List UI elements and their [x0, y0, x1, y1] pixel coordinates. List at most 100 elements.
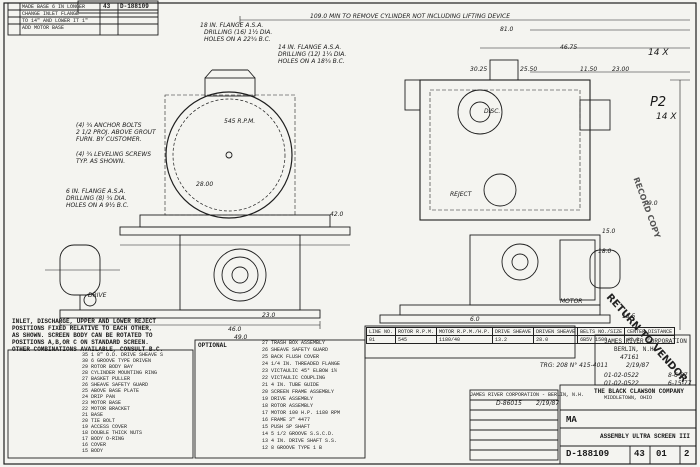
- motor-cell-motor: 1180/40: [436, 335, 494, 344]
- parts-list-item-description: SHEAVE SAFETY GUARD: [271, 347, 329, 353]
- parts-list-item-number: 20: [262, 389, 269, 395]
- parts-list-item-description: DRIVE ASSEMBLY: [271, 396, 314, 402]
- customer-code: 47161: [620, 354, 640, 361]
- leveling-note-2: TYP. AS SHOWN.: [76, 158, 126, 165]
- parts-list-item-description: 4 IN. TUBE GUIDE: [271, 382, 320, 388]
- parts-list-item-number: 20: [82, 418, 89, 424]
- parts-list-item-description: SHEAVE SAFETY GUARD: [91, 382, 149, 388]
- parts-list-item-number: 23: [262, 368, 269, 374]
- parts-list-item-description: MOTOR 100 H.P. 1180 RPM: [271, 410, 341, 416]
- parts-list-item-number: 14: [262, 431, 269, 437]
- parts-list-item-number: 24: [262, 361, 269, 367]
- revision-number: 43: [103, 3, 111, 10]
- inlet-note-1: INLET, DISCHARGE, UPPER AND LOWER REJECT: [12, 318, 157, 325]
- motor-cell-belts: 6B5V 1500: [577, 335, 626, 344]
- parts-list-item-number: 17: [262, 410, 269, 416]
- parts-list-item-number: 23: [82, 400, 89, 406]
- parts-list-item-description: BODY O-RING: [91, 436, 125, 442]
- parts-list-item-description: 8 GROOVE TYPE 1 B: [271, 445, 323, 451]
- title-order-date: 2/19/87: [536, 400, 560, 407]
- parts-list-item-description: COVER: [91, 442, 107, 448]
- motor-cell-line: 01: [365, 335, 397, 344]
- dim-49: 49.0: [234, 334, 248, 341]
- parts-list-item-number: 16: [262, 417, 269, 423]
- revision-drawing-ref: D-188109: [120, 3, 149, 10]
- parts-list-item-number: 15: [82, 448, 89, 454]
- dim-6: 6.0: [470, 316, 480, 323]
- parts-list-item-number: 29: [82, 364, 89, 370]
- motor-label: MOTOR: [560, 298, 583, 305]
- parts-list-item-description: TRASH BOX ASSEMBLY: [271, 340, 326, 346]
- parts-list-item-description: MOTOR BASE: [91, 400, 122, 406]
- dim-46: 46.0: [228, 326, 242, 333]
- parts-list-item-number: 28: [82, 370, 89, 376]
- parts-list-item-description: BACK FLUSH COVER: [271, 354, 320, 360]
- dim-81: 81.0: [500, 26, 514, 33]
- revision-note-3: TO 14" AND LOWER IT 1": [22, 18, 89, 24]
- dim-42: 42.0: [330, 211, 344, 218]
- parts-list-item-description: ROTOR ASSEMBLY: [271, 403, 314, 409]
- motor-header-motor: MOTOR R.P.M./H.P.: [436, 327, 494, 336]
- parts-list-item-number: 25: [82, 388, 89, 394]
- motor-table-row: 01 545 1180/40 13.2 28.0 6B5V 1500 42.0: [365, 335, 676, 344]
- parts-list-item-number: 24: [82, 394, 89, 400]
- parts-list-item-description: 6 GROOVE TYPE DRIVEN: [91, 358, 152, 364]
- parts-list-item-description: VICTAULIC 45° ELBOW 1½: [271, 368, 338, 374]
- motor-header-belts: BELTS NO./SIZE: [577, 327, 626, 336]
- parts-list-item-number: 21: [82, 412, 89, 418]
- parts-list-item-number: 19: [262, 396, 269, 402]
- motor-cell-rotor: 545: [395, 335, 438, 344]
- parts-list-item-description: BASKET PULLER: [91, 376, 131, 382]
- parts-list-item-description: BASE: [91, 412, 104, 418]
- inlet-note-2: POSITIONS FIXED RELATIVE TO EACH OTHER,: [12, 325, 153, 332]
- motor-header-rotor: ROTOR R.P.M.: [395, 327, 438, 336]
- p2-handwritten: P2: [650, 95, 667, 110]
- parts-list-item-description: SCREEN FRAME ASSEMBLY: [271, 389, 335, 395]
- optional-label: OPTIONAL: [198, 342, 227, 349]
- drive-label: DRIVE: [88, 292, 107, 299]
- parts-list-item-number: 22: [262, 375, 269, 381]
- parts-list-item-description: BODY: [91, 448, 104, 454]
- parts-list-item-description: FRAME 3" 4477: [271, 417, 311, 423]
- parts-list-item-number: 26: [82, 382, 89, 388]
- title-sheet: 43: [634, 449, 645, 459]
- motor-cell-drive: 13.2: [492, 335, 535, 344]
- motor-header-driven: DRIVEN SHEAVE: [533, 327, 579, 336]
- revision-note-4: ADD MOTOR BASE: [22, 25, 65, 31]
- disc-label: DISC.: [484, 108, 501, 115]
- date-2: 6-15-77: [668, 380, 692, 387]
- revision-note-2: CHANGE INLET FLANGE: [22, 11, 80, 17]
- inlet-note-3: AS SHOWN. SCREEN BODY CAN BE ROTATED TO: [12, 332, 153, 339]
- date-4: 01-02-0522: [604, 380, 639, 387]
- parts-list-item-number: 27: [82, 376, 89, 382]
- dim-18-5: 18.5: [622, 313, 636, 320]
- customer-date: 2/19/87: [626, 362, 650, 369]
- dim-23: 23.0: [262, 312, 276, 319]
- anchor-note-1: (4) ¾ ANCHOR BOLTS: [76, 122, 142, 129]
- flange-left-note-1: 6 IN. FLANGE A.S.A.: [66, 188, 126, 195]
- parts-list-item-number: 13: [262, 438, 269, 444]
- parts-list-item-description: TIE BOLT: [91, 418, 116, 424]
- reject-label: REJECT: [450, 191, 472, 198]
- flange-mid-note-1: 14 IN. FLANGE A.S.A.: [278, 44, 342, 51]
- parts-list-item-number: 19: [82, 424, 89, 430]
- parts-list-item-description: DRIP PAN: [91, 394, 116, 400]
- motor-table-header-row: LINE NO. ROTOR R.P.M. MOTOR R.P.M./H.P. …: [365, 327, 676, 336]
- flange-top-note-3: HOLES ON A 22¾ B.C.: [204, 36, 271, 43]
- flange-top-note-1: 18 IN. FLANGE A.S.A.: [200, 22, 264, 29]
- dim-25-50: 25.50: [520, 66, 538, 73]
